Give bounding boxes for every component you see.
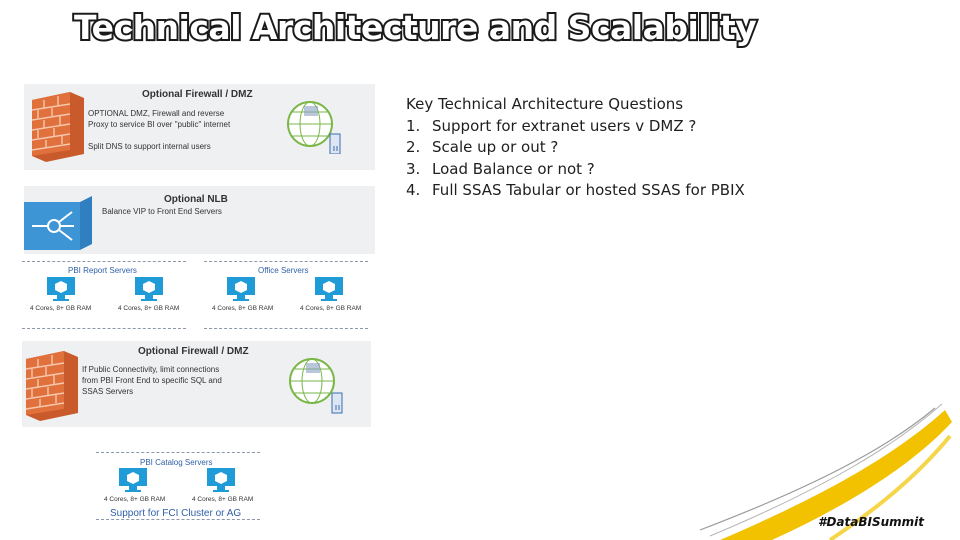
load-balancer-icon: [24, 196, 92, 250]
firewall-bottom-line3: SSAS Servers: [82, 387, 134, 396]
report-servers-label: PBI Report Servers: [68, 266, 137, 275]
slide-title: Technical Architecture and Scalability: [72, 6, 759, 49]
server-icon: [119, 468, 147, 492]
server-icon: [47, 277, 75, 301]
server-icon: [315, 277, 343, 301]
globe-icon: [287, 101, 341, 154]
office-servers-label: Office Servers: [258, 266, 309, 275]
question-item: 3.Load Balance or not ?: [406, 159, 595, 178]
firewall-dmz-panel-top: Optional Firewall / DMZ OPTIONAL DMZ, Fi…: [24, 84, 375, 170]
nlb-text: Balance VIP to Front End Servers: [102, 207, 222, 216]
nlb-title: Optional NLB: [164, 194, 228, 205]
catalog-servers-label: PBI Catalog Servers: [140, 458, 213, 467]
firewall-top-line2: Proxy to service BI over "public" intern…: [88, 120, 231, 129]
firewall-top-line3: Split DNS to support internal users: [88, 142, 211, 151]
globe-icon: [289, 358, 343, 414]
question-item: 2.Scale up or out ?: [406, 138, 559, 156]
decorative-swoosh: [699, 403, 952, 540]
server-icon: [227, 277, 255, 301]
brick-firewall-icon: [26, 351, 78, 421]
firewall-dmz-panel-bottom: Optional Firewall / DMZ If Public Connec…: [22, 341, 371, 427]
office-server-spec-a: 4 Cores, 8+ GB RAM: [212, 305, 274, 312]
firewall-bottom-line1: If Public Connectivity, limit connection…: [82, 365, 220, 374]
report-server-spec-a: 4 Cores, 8+ GB RAM: [30, 305, 92, 312]
office-server-spec-b: 4 Cores, 8+ GB RAM: [300, 305, 362, 312]
key-questions: Key Technical Architecture Questions 1.S…: [406, 94, 745, 202]
questions-heading: Key Technical Architecture Questions: [406, 95, 684, 113]
catalog-server-spec-a: 4 Cores, 8+ GB RAM: [104, 496, 166, 503]
catalog-server-spec-b: 4 Cores, 8+ GB RAM: [192, 496, 254, 503]
report-server-spec-b: 4 Cores, 8+ GB RAM: [118, 305, 180, 312]
event-hashtag: #DataBISummit: [818, 515, 924, 529]
report-servers-group: [22, 261, 186, 329]
brick-firewall-icon: [32, 92, 84, 162]
firewall-top-title: Optional Firewall / DMZ: [142, 89, 253, 100]
firewall-bottom-title: Optional Firewall / DMZ: [138, 346, 249, 357]
question-item: 1.Support for extranet users v DMZ ?: [406, 116, 697, 135]
firewall-top-line1: OPTIONAL DMZ, Firewall and reverse: [88, 109, 225, 118]
nlb-panel: Optional NLB Balance VIP to Front End Se…: [24, 186, 375, 254]
server-icon: [207, 468, 235, 492]
catalog-servers-footer: Support for FCI Cluster or AG: [110, 508, 242, 519]
server-icon: [135, 277, 163, 301]
question-item: 4.Full SSAS Tabular or hosted SSAS for P…: [406, 181, 745, 199]
office-servers-group: [204, 261, 368, 329]
catalog-servers-group: [96, 452, 260, 520]
firewall-bottom-line2: from PBI Front End to specific SQL and: [82, 376, 222, 385]
